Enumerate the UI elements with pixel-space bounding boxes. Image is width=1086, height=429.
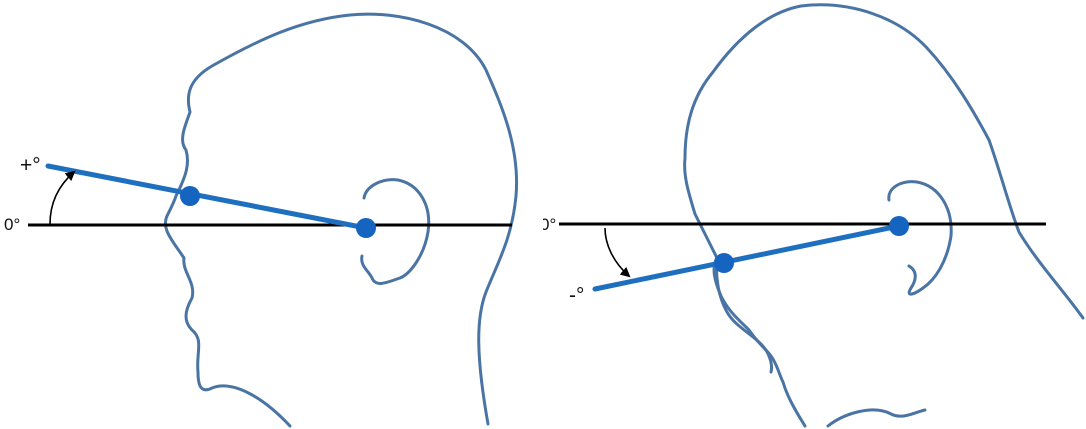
eye-marker [180,186,200,206]
angle-arc-negative [605,228,629,276]
angle-arc-positive [50,172,74,224]
ear-marker [889,216,909,236]
eye-marker [714,253,734,273]
zero-degree-label: 0° [543,215,556,234]
ear-marker [356,218,376,238]
negative-angle-label: -° [569,284,584,307]
zero-degree-label: 0° [4,215,20,234]
tilt-line-positive [48,166,366,228]
positive-tilt-panel: 0° +° [0,0,543,429]
negative-tilt-figure: 0° -° [543,0,1086,429]
positive-angle-label: +° [20,154,41,177]
chin-outline [716,258,771,372]
head-outline [165,14,516,426]
ear-outline [889,182,951,294]
head-outline [685,5,1083,426]
negative-tilt-panel: 0° -° [543,0,1086,429]
positive-tilt-figure: 0° +° [0,0,543,429]
tilt-line-negative [595,226,899,289]
